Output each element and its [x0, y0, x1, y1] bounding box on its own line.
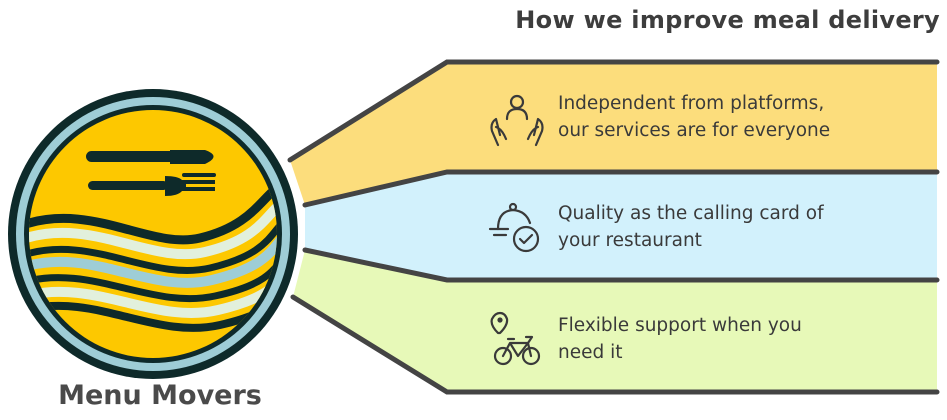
page-title: How we improve meal delivery	[515, 6, 940, 34]
benefit-item-quality: Quality as the calling card of your rest…	[486, 197, 926, 257]
item-text-line1: Independent from platforms,	[558, 93, 825, 114]
hands-person-icon	[490, 94, 544, 147]
band-yellow	[290, 62, 937, 205]
band-blue	[305, 172, 937, 280]
menu-movers-logo	[3, 84, 303, 384]
benefit-item-independent: Independent from platforms, our services…	[486, 87, 926, 147]
location-bike-icon	[490, 311, 541, 366]
band-green	[293, 250, 937, 392]
benefit-item-flexible: Flexible support when you need it	[486, 309, 926, 369]
item-text-line2: our services are for everyone	[558, 120, 831, 141]
brand-name: Menu Movers	[58, 380, 262, 411]
item-text-line2: need it	[558, 342, 623, 363]
item-text-line2: your restaurant	[558, 230, 702, 251]
item-text-line1: Flexible support when you	[558, 315, 802, 336]
cloche-check-icon	[488, 202, 540, 253]
band-outlines	[287, 59, 940, 395]
item-text-line1: Quality as the calling card of	[558, 203, 824, 224]
